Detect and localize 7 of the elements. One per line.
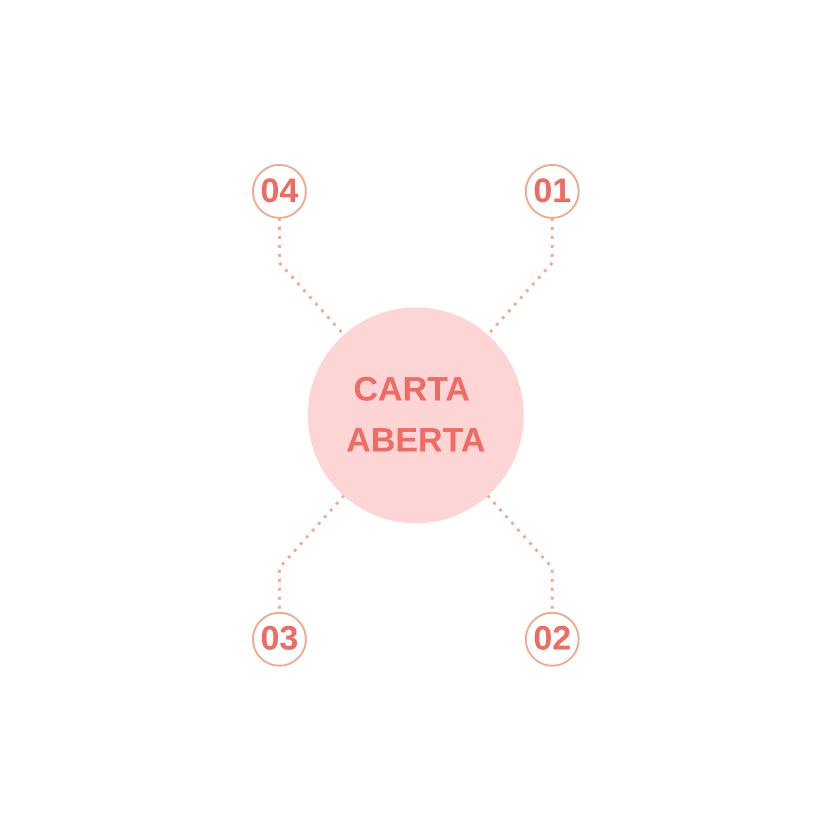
connector <box>278 218 345 336</box>
node-circle: 02 <box>524 612 580 666</box>
node-circle: CARTA ABERTA <box>308 307 524 523</box>
connector <box>486 218 554 336</box>
node-circle: 01 <box>524 164 580 218</box>
node-circle: 04 <box>252 164 306 218</box>
node-circle: 03 <box>252 612 306 666</box>
